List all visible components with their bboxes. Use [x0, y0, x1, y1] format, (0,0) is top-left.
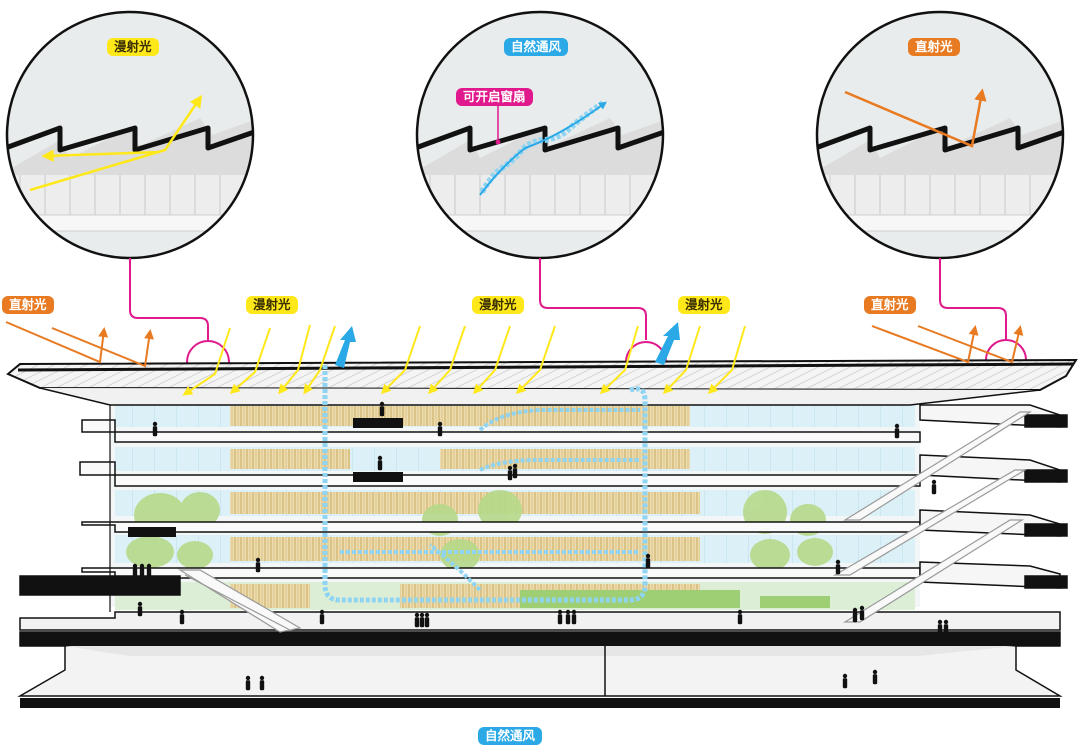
- escalators: [177, 411, 1033, 633]
- person-silhouette: [424, 612, 430, 628]
- person-silhouette: [645, 553, 651, 569]
- person-silhouette: [507, 465, 513, 481]
- person-silhouette: [319, 609, 325, 625]
- person-silhouette: [835, 559, 841, 575]
- section-label-diffuse-light-2: 漫射光: [472, 296, 524, 314]
- person-silhouette: [894, 423, 900, 439]
- person-silhouette: [512, 463, 518, 479]
- person-silhouette: [931, 479, 937, 495]
- person-silhouette: [737, 609, 743, 625]
- diffuse-light-arrows: [182, 324, 746, 396]
- person-silhouette: [419, 612, 425, 628]
- section-label-diffuse-light-3: 漫射光: [678, 296, 730, 314]
- person-silhouette: [137, 601, 143, 617]
- person-silhouette: [414, 612, 420, 628]
- person-silhouette: [377, 455, 383, 471]
- person-silhouette: [937, 619, 943, 635]
- zoom-label-natural-ventilation: 自然通风: [504, 38, 569, 56]
- ventilation-exhaust-arrows: [335, 322, 680, 368]
- section-label-diffuse-light-1: 漫射光: [246, 296, 298, 314]
- person-silhouette: [437, 421, 443, 437]
- caption-natural-ventilation: 自然通风: [478, 727, 543, 745]
- person-silhouette: [872, 669, 878, 685]
- zoom-circle-natural-ventilation: [415, 10, 665, 260]
- person-silhouette: [179, 609, 185, 625]
- person-silhouette: [557, 609, 563, 625]
- person-silhouette: [565, 609, 571, 625]
- building-section: [6, 358, 1078, 708]
- person-silhouette: [943, 619, 949, 635]
- person-silhouette: [379, 401, 385, 417]
- bridges: [128, 418, 403, 537]
- ventilation-loop: [322, 365, 648, 603]
- direct-light-arrows: [5, 321, 1024, 368]
- zoom-label-diffuse-light: 漫射光: [107, 38, 159, 56]
- person-silhouette: [571, 609, 577, 625]
- facade-screens: [115, 405, 915, 610]
- person-silhouette: [152, 421, 158, 437]
- person-silhouette: [245, 675, 251, 691]
- person-silhouette: [842, 673, 848, 689]
- person-silhouette: [259, 675, 265, 691]
- basement: [17, 645, 1063, 708]
- people-silhouettes: [132, 401, 949, 691]
- section-label-direct-light-right: 直射光: [864, 296, 916, 314]
- section-label-direct-light-left: 直射光: [2, 296, 54, 314]
- person-silhouette: [852, 607, 858, 623]
- person-silhouette: [255, 557, 261, 573]
- zoom-label-direct-light: 直射光: [908, 38, 960, 56]
- callout-operable-window: 可开启窗扇: [456, 88, 533, 106]
- person-silhouette: [146, 563, 152, 579]
- right-terraces: [919, 404, 1068, 589]
- person-silhouette: [859, 605, 865, 621]
- person-silhouette: [139, 563, 145, 579]
- person-silhouette: [132, 563, 138, 579]
